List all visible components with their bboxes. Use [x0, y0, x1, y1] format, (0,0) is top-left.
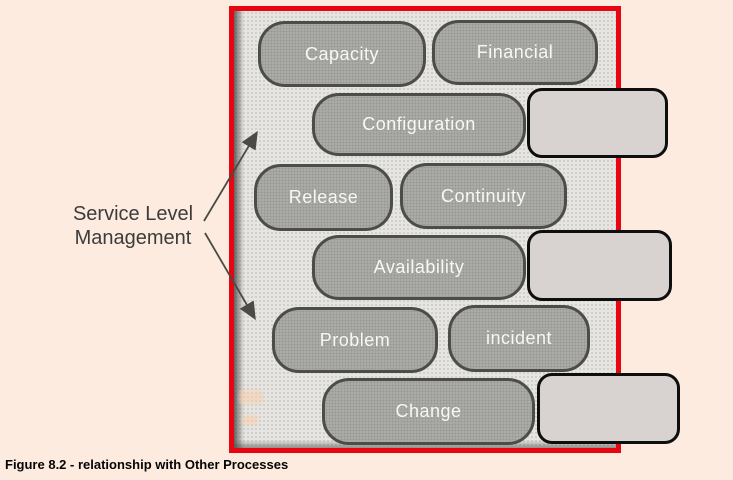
process-node-label: Release [288, 187, 359, 207]
scan-smudge [242, 415, 258, 425]
process-node-configuration: Configuration [312, 93, 526, 156]
process-node-label: Capacity [304, 43, 380, 64]
process-node-financial: Financial [432, 20, 598, 85]
process-node-label: Availability [373, 257, 465, 277]
blank-answer-slot-1[interactable] [527, 88, 668, 158]
process-node-label: Change [395, 401, 462, 421]
process-node-label: incident [485, 328, 553, 348]
service-level-management-label: Service Level Management [56, 202, 210, 250]
figure-panel: Capacity Financial Configuration Release… [229, 6, 680, 453]
process-node-continuity: Continuity [400, 163, 567, 229]
process-node-release: Release [254, 164, 393, 231]
process-node-capacity: Capacity [258, 21, 426, 87]
blank-answer-slot-2[interactable] [527, 230, 672, 301]
scan-shadow-left [234, 11, 244, 448]
process-node-label: Continuity [440, 185, 527, 206]
process-node-change: Change [322, 378, 535, 445]
scan-smudge [239, 390, 263, 404]
process-node-label: Problem [319, 329, 391, 350]
process-node-availability: Availability [312, 235, 526, 300]
process-node-incident: incident [448, 305, 590, 372]
blank-answer-slot-3[interactable] [537, 373, 680, 444]
process-node-label: Financial [476, 42, 554, 62]
figure-caption: Figure 8.2 - relationship with Other Pro… [5, 457, 289, 472]
service-level-management-label-line1: Service Level [72, 203, 194, 225]
service-level-management-label-line2: Management [74, 227, 192, 249]
process-node-problem: Problem [272, 307, 438, 373]
process-node-label: Configuration [362, 114, 476, 134]
